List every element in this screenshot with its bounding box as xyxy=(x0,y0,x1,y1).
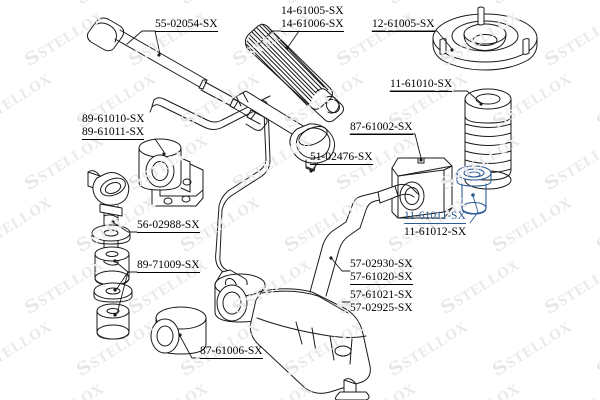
leader-line-highlighted xyxy=(469,193,479,224)
part-stabilizer-bushing-block xyxy=(391,157,453,219)
part-number-text: 57-02930-SX xyxy=(350,258,413,270)
part-number-label[interactable]: 11-61011-SX xyxy=(404,210,466,224)
part-stabilizer-link-assembly xyxy=(87,170,133,340)
part-number-text: 57-61021-SX xyxy=(350,289,413,301)
part-number-text: 89-61011-SX xyxy=(82,126,145,140)
part-highlighted-bump-stop-bush xyxy=(456,165,492,215)
part-number-text: 89-61010-SX xyxy=(82,113,145,125)
part-number-text: 57-61020-SX xyxy=(350,271,413,285)
part-number-text: 12-61005-SX xyxy=(372,18,435,32)
part-lower-control-arm xyxy=(214,183,419,400)
part-number-label: 11-61010-SX xyxy=(390,78,453,92)
part-number-label: 12-61005-SX xyxy=(372,18,435,32)
part-number-text: 14-61006-SX xyxy=(281,18,344,32)
leader-lines xyxy=(111,30,483,359)
part-number-text: 51-02476-SX xyxy=(310,151,373,165)
part-rack-boot xyxy=(244,23,344,123)
part-number-label: 56-02988-SX xyxy=(137,219,200,233)
part-outer-tie-rod-end xyxy=(232,90,336,172)
part-number-label: 89-71009-SX xyxy=(137,259,200,273)
part-number-text: 87-61002-SX xyxy=(350,121,413,135)
part-number-text: 11-61010-SX xyxy=(390,78,453,92)
part-number-text: 11-61012-SX xyxy=(404,226,467,238)
part-number-text[interactable]: 11-61011-SX xyxy=(404,210,466,224)
part-number-label: 55-02054-SX xyxy=(155,18,218,32)
part-number-label: 11-61012-SX xyxy=(404,226,466,239)
part-number-text: 14-61005-SX xyxy=(281,5,344,17)
part-number-text: 56-02988-SX xyxy=(137,219,200,233)
part-number-label: 87-61002-SX xyxy=(350,121,413,135)
part-number-text: 55-02054-SX xyxy=(155,18,218,32)
part-number-label: 51-02476-SX xyxy=(310,151,373,165)
part-strut-top-mount xyxy=(432,6,538,71)
part-number-text: 57-02925-SX xyxy=(350,302,413,314)
part-number-text: 87-61006-SX xyxy=(200,345,263,359)
part-stabilizer-rubber-bush xyxy=(138,138,204,207)
part-number-text: 89-71009-SX xyxy=(137,259,200,273)
part-number-label: 87-61006-SX xyxy=(200,345,263,359)
